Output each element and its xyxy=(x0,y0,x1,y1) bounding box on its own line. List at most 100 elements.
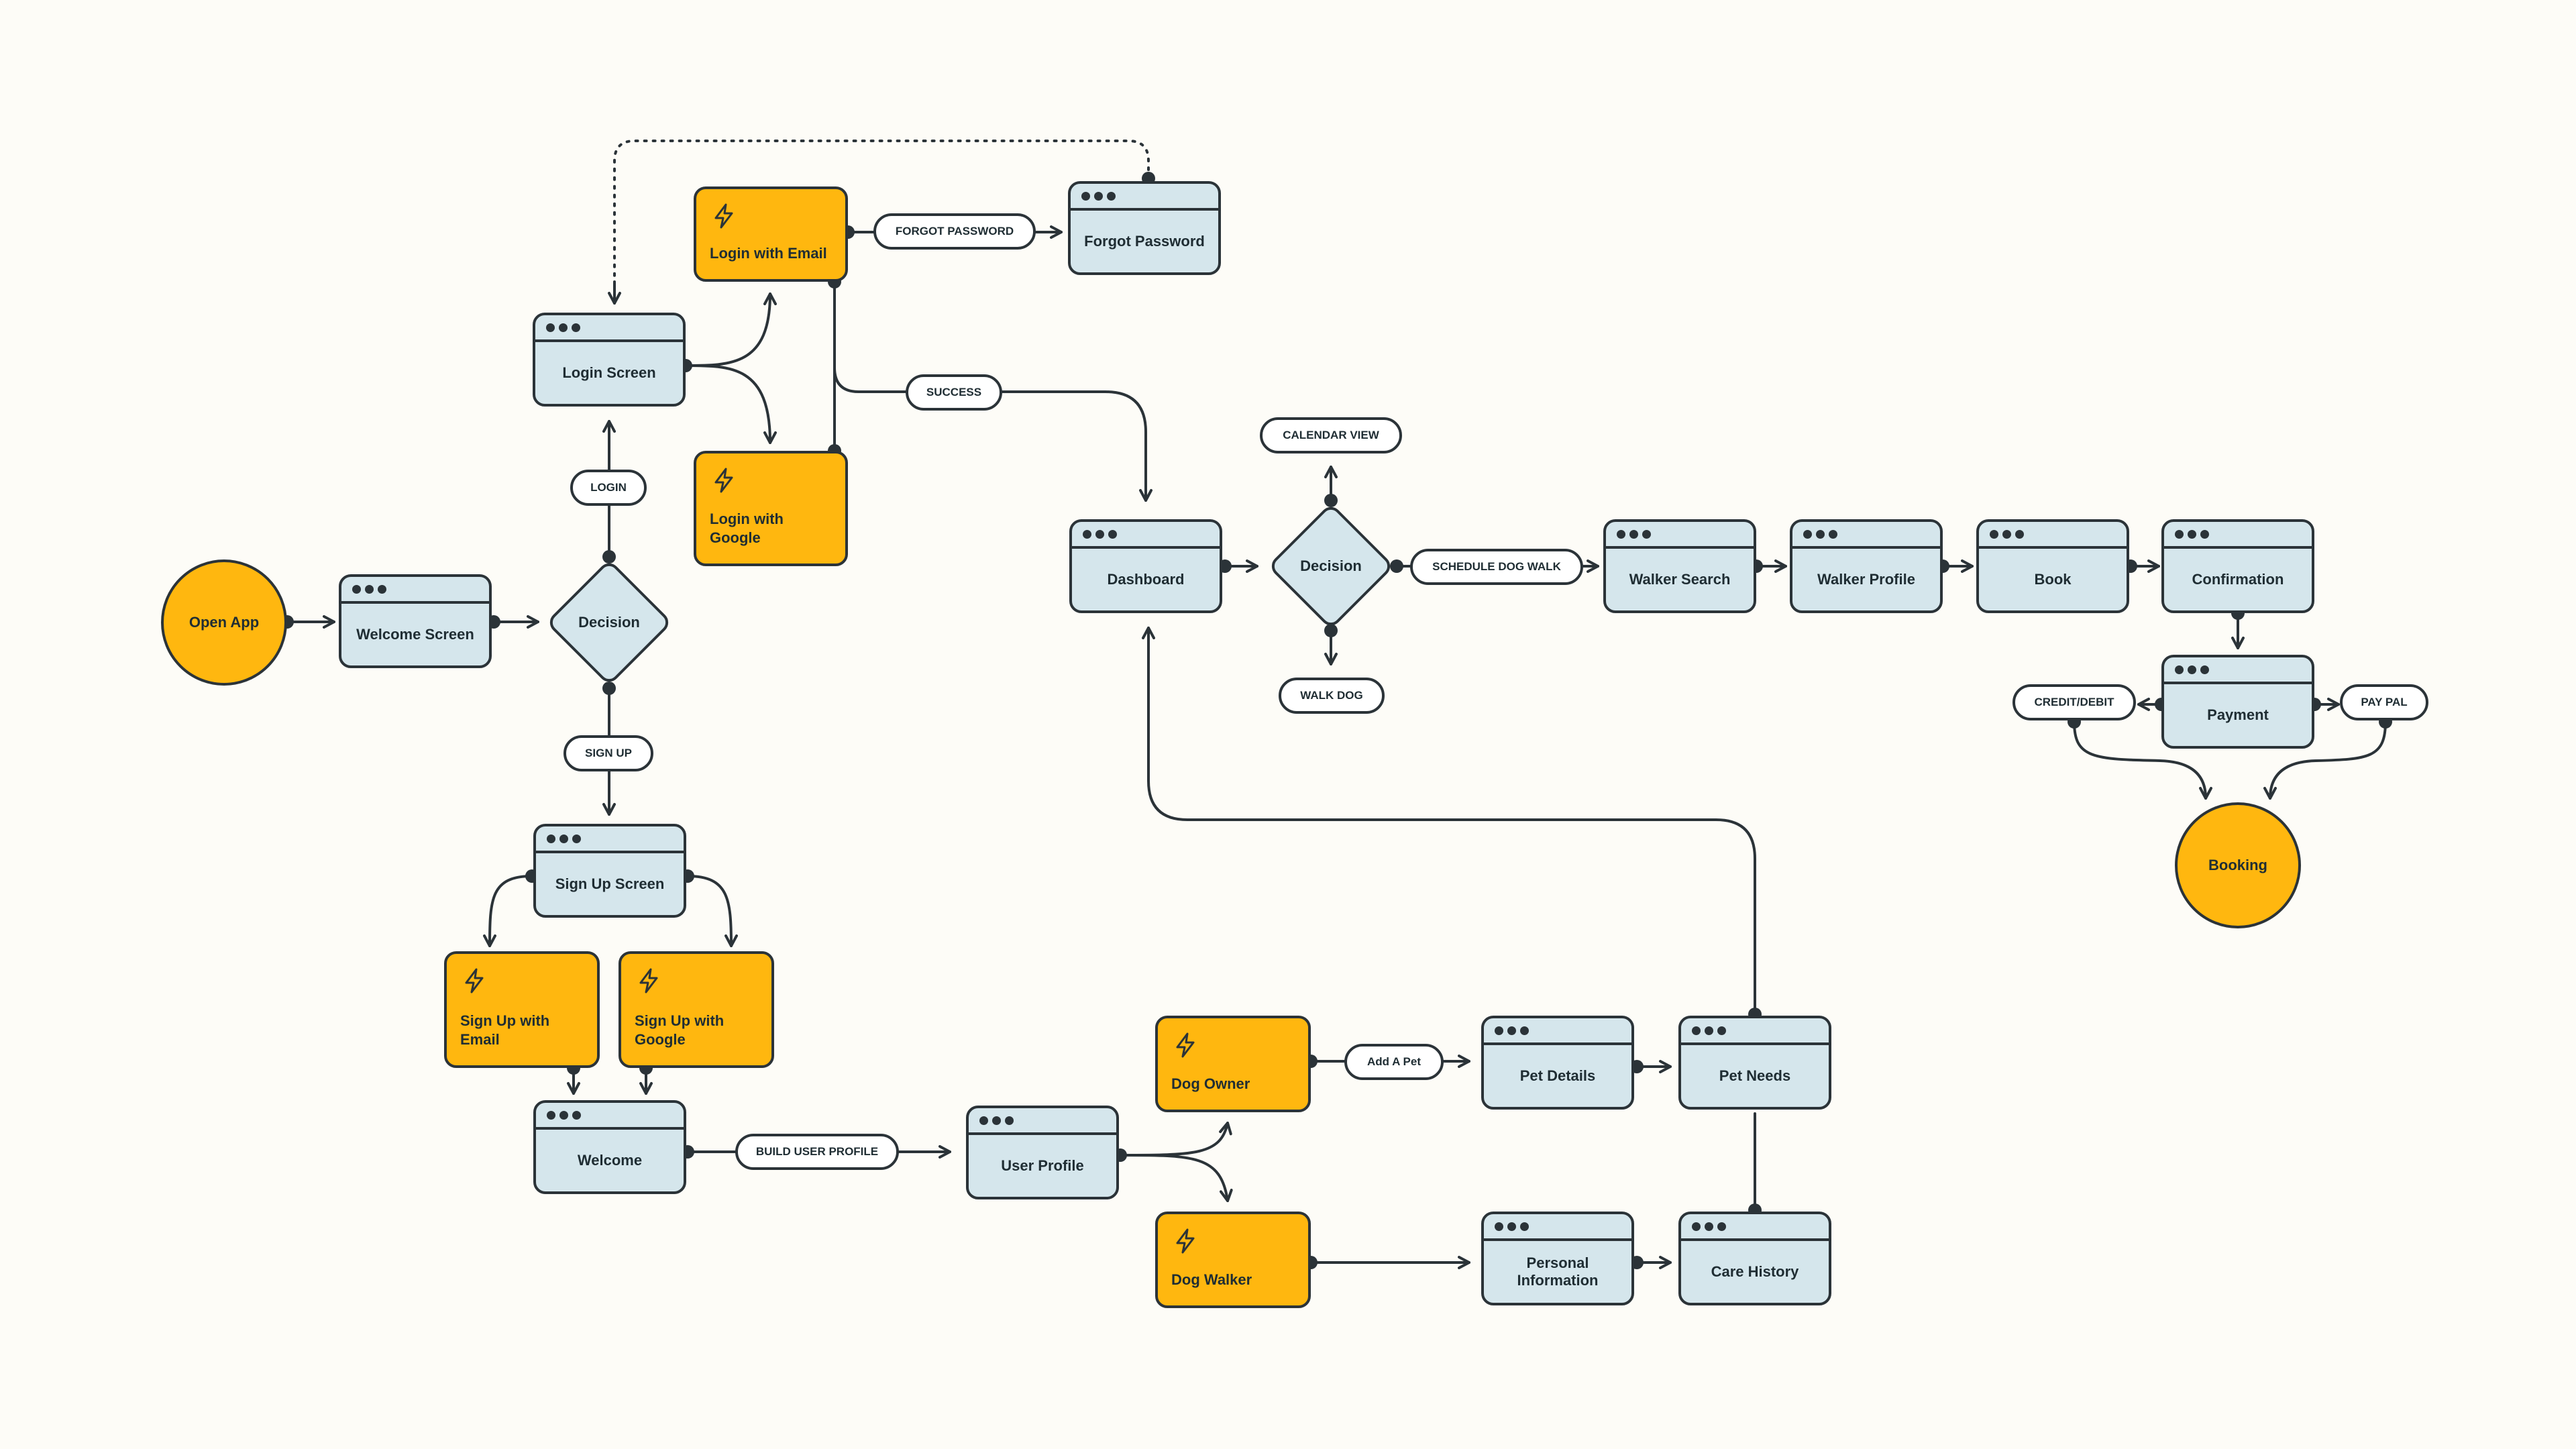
calendar-view-pill[interactable]: CALENDAR VIEW xyxy=(1260,417,1402,453)
book-label: Book xyxy=(2034,571,2072,588)
connector xyxy=(684,364,777,444)
login-pill[interactable]: LOGIN xyxy=(570,470,647,506)
lightning-bolt-icon xyxy=(714,468,733,493)
lightning-bolt-icon xyxy=(1176,1228,1195,1254)
user-profile-label: User Profile xyxy=(1001,1157,1084,1174)
window-dots-icon xyxy=(1072,522,1220,549)
window-dots-icon xyxy=(1606,522,1754,549)
personal-information-label: Personal Information xyxy=(1517,1254,1599,1289)
dog-walker-card[interactable]: Dog Walker xyxy=(1155,1212,1311,1308)
login-screen-label: Login Screen xyxy=(562,364,656,381)
welcome-card[interactable]: Welcome xyxy=(533,1100,686,1194)
care-history-card[interactable]: Care History xyxy=(1678,1212,1831,1305)
decision-diamond-signup-login[interactable]: Decision xyxy=(543,557,675,688)
login-with-google-label: Login with Google xyxy=(710,511,784,546)
connector xyxy=(1119,1154,1233,1202)
decision-diamond-dashboard[interactable]: Decision xyxy=(1265,500,1397,632)
window-dots-icon xyxy=(2164,522,2312,549)
sign-up-screen-label: Sign Up Screen xyxy=(555,875,665,892)
user-profile-card[interactable]: User Profile xyxy=(966,1106,1119,1199)
personal-information-card[interactable]: Personal Information xyxy=(1481,1212,1634,1305)
forgot-password-label: Forgot Password xyxy=(1084,233,1205,250)
window-dots-icon xyxy=(1484,1018,1631,1045)
pet-details-card[interactable]: Pet Details xyxy=(1481,1016,1634,1110)
book-card[interactable]: Book xyxy=(1976,519,2129,613)
sign-up-with-email-card[interactable]: Sign Up with Email xyxy=(444,951,600,1068)
success-pill-label: SUCCESS xyxy=(926,386,982,398)
window-dots-icon xyxy=(1681,1018,1829,1045)
lightning-bolt-icon xyxy=(714,203,733,229)
confirmation-card[interactable]: Confirmation xyxy=(2161,519,2314,613)
sign-up-screen-card[interactable]: Sign Up Screen xyxy=(533,824,686,918)
build-user-profile-pill-label: BUILD USER PROFILE xyxy=(755,1145,879,1158)
walker-profile-label: Walker Profile xyxy=(1817,571,1915,588)
window-dots-icon xyxy=(341,577,489,604)
sign-up-pill[interactable]: SIGN UP xyxy=(564,735,653,771)
connector xyxy=(1142,627,1756,1016)
login-with-email-label: Login with Email xyxy=(710,245,827,262)
window-dots-icon xyxy=(969,1108,1116,1135)
payment-label: Payment xyxy=(2207,706,2269,723)
login-with-email-card[interactable]: Login with Email xyxy=(694,186,848,282)
login-screen-card[interactable]: Login Screen xyxy=(533,313,686,407)
window-dots-icon xyxy=(2164,657,2312,684)
login-with-google-card[interactable]: Login with Google xyxy=(694,451,848,566)
connector xyxy=(1119,1122,1232,1157)
dog-walker-label: Dog Walker xyxy=(1171,1271,1252,1288)
walker-profile-card[interactable]: Walker Profile xyxy=(1790,519,1943,613)
credit-debit-pill[interactable]: CREDIT/DEBIT xyxy=(2012,684,2136,720)
connector xyxy=(686,875,738,947)
sign-up-with-google-label: Sign Up with Google xyxy=(635,1012,724,1048)
window-dots-icon xyxy=(1979,522,2127,549)
pet-needs-card[interactable]: Pet Needs xyxy=(1678,1016,1831,1110)
dashboard-label: Dashboard xyxy=(1107,571,1185,588)
walk-dog-pill[interactable]: WALK DOG xyxy=(1279,678,1385,714)
booking-node[interactable]: Booking xyxy=(2175,802,2301,928)
schedule-dog-walk-pill[interactable]: SCHEDULE DOG WALK xyxy=(1410,549,1583,585)
sign-up-pill-label: SIGN UP xyxy=(585,747,632,759)
connector xyxy=(833,280,1152,502)
open-app-label: Open App xyxy=(189,614,260,631)
care-history-label: Care History xyxy=(1711,1263,1799,1280)
window-dots-icon xyxy=(536,826,684,853)
sign-up-with-google-card[interactable]: Sign Up with Google xyxy=(619,951,774,1068)
pay-pal-pill[interactable]: PAY PAL xyxy=(2340,684,2428,720)
lightning-bolt-icon xyxy=(465,968,484,994)
window-dots-icon xyxy=(1681,1214,1829,1241)
confirmation-label: Confirmation xyxy=(2192,571,2284,588)
booking-label: Booking xyxy=(2208,857,2267,873)
dashboard-card[interactable]: Dashboard xyxy=(1069,519,1222,613)
success-pill[interactable]: SUCCESS xyxy=(906,374,1002,411)
open-app-node[interactable]: Open App xyxy=(161,559,287,686)
welcome-screen-label: Welcome Screen xyxy=(356,626,474,643)
add-a-pet-pill[interactable]: Add A Pet xyxy=(1344,1044,1444,1080)
forgot-password-pill[interactable]: FORGOT PASSWORD xyxy=(873,213,1036,250)
add-a-pet-pill-label: Add A Pet xyxy=(1367,1055,1421,1068)
decision-label: Decision xyxy=(1300,557,1362,574)
credit-debit-pill-label: CREDIT/DEBIT xyxy=(2034,696,2114,708)
sign-up-with-email-label: Sign Up with Email xyxy=(460,1012,550,1048)
welcome-label: Welcome xyxy=(577,1152,643,1169)
schedule-dog-walk-pill-label: SCHEDULE DOG WALK xyxy=(1432,560,1561,573)
payment-card[interactable]: Payment xyxy=(2161,655,2314,749)
window-dots-icon xyxy=(1792,522,1940,549)
dog-owner-label: Dog Owner xyxy=(1171,1075,1250,1092)
lightning-bolt-icon xyxy=(639,968,658,994)
decision-label: Decision xyxy=(578,614,640,631)
connector xyxy=(684,292,777,367)
pay-pal-pill-label: PAY PAL xyxy=(2361,696,2408,708)
connector xyxy=(483,875,533,947)
build-user-profile-pill[interactable]: BUILD USER PROFILE xyxy=(735,1134,899,1170)
pet-needs-label: Pet Needs xyxy=(1719,1067,1791,1084)
walker-search-card[interactable]: Walker Search xyxy=(1603,519,1756,613)
forgot-password-card[interactable]: Forgot Password xyxy=(1068,181,1221,275)
window-dots-icon xyxy=(536,1103,684,1130)
walker-search-label: Walker Search xyxy=(1629,571,1731,588)
calendar-view-pill-label: CALENDAR VIEW xyxy=(1283,429,1379,441)
forgot-password-pill-label: FORGOT PASSWORD xyxy=(895,225,1014,237)
welcome-screen-card[interactable]: Welcome Screen xyxy=(339,574,492,668)
pet-details-label: Pet Details xyxy=(1519,1067,1596,1084)
window-dots-icon xyxy=(1071,184,1218,211)
dog-owner-card[interactable]: Dog Owner xyxy=(1155,1016,1311,1112)
lightning-bolt-icon xyxy=(1176,1032,1195,1058)
